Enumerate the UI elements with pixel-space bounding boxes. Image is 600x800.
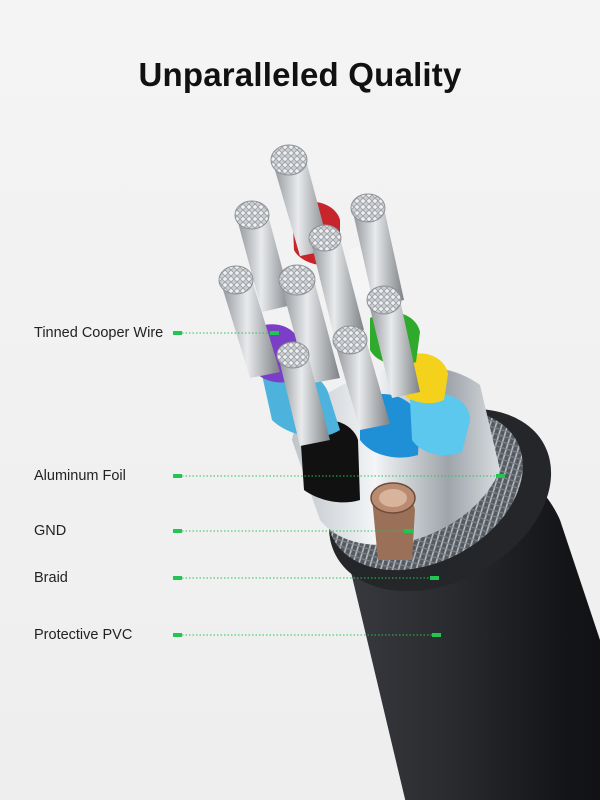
marker-aluminum-foil	[173, 474, 182, 478]
callout-label-tinned-cooper-wire: Tinned Cooper Wire	[34, 325, 164, 341]
callout-leaders	[173, 331, 505, 637]
callout-label-aluminum-foil: Aluminum Foil	[34, 468, 126, 484]
marker-gnd	[173, 529, 182, 533]
page-title: Unparalleled Quality	[138, 56, 462, 93]
marker-protective-pvc	[173, 633, 182, 637]
cyan-insulation	[410, 393, 470, 456]
tinned-copper-wires	[218, 144, 420, 446]
callout-label-gnd: GND	[34, 523, 67, 539]
marker-tinned-cooper-wire	[173, 331, 182, 335]
callout-label-protective-pvc: Protective PVC	[34, 627, 133, 643]
marker-braid	[173, 576, 182, 580]
callout-label-braid: Braid	[34, 570, 68, 586]
